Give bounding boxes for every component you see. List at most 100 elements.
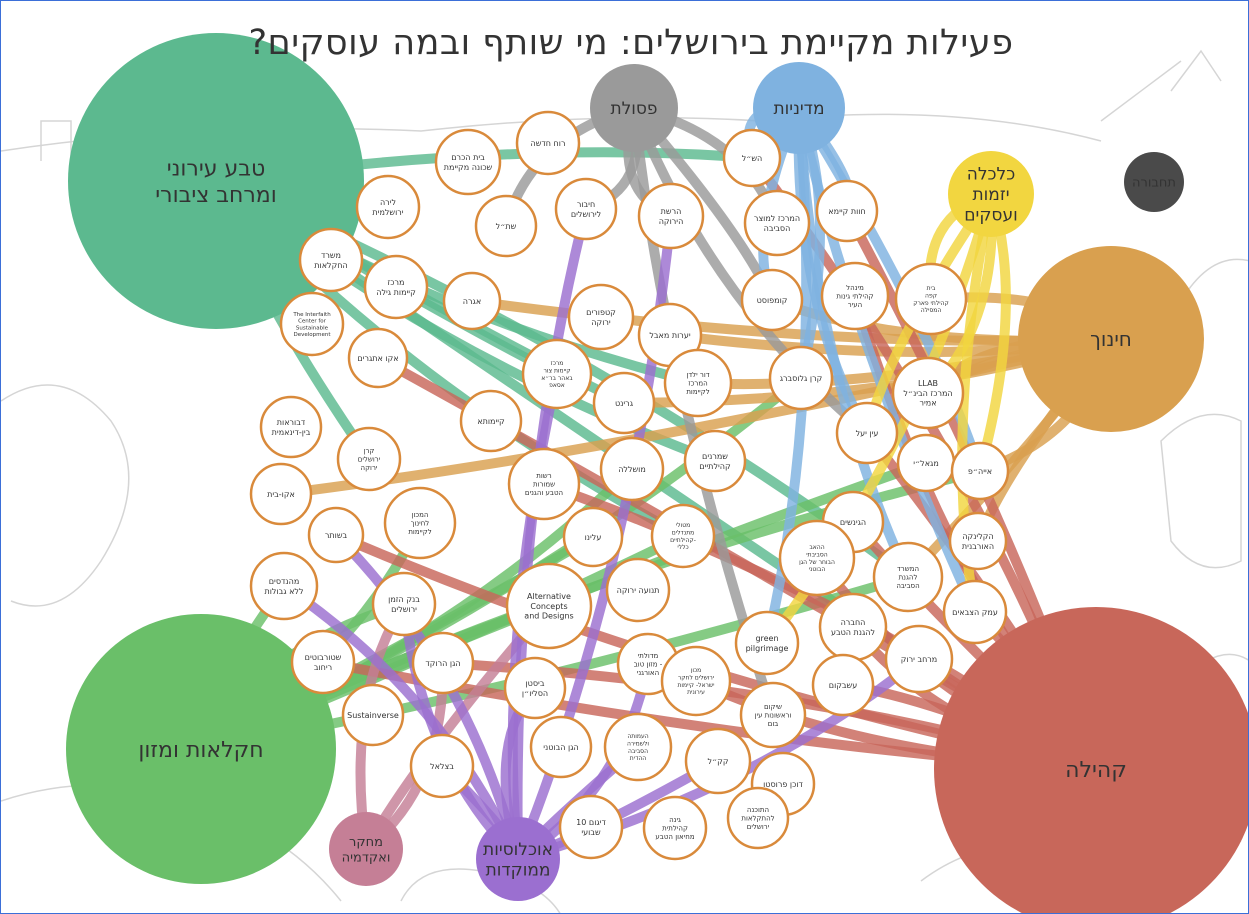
organization-circle — [529, 715, 593, 779]
organization-label-line: ולשמירה — [627, 741, 649, 748]
category-circle — [753, 62, 845, 154]
organization-label-line: שבועי — [581, 828, 601, 837]
organization-node[interactable]: קיימותא — [459, 389, 523, 453]
organization-circle — [722, 128, 782, 188]
category-node-agriculture[interactable]: חקלאות ומזון — [66, 614, 336, 884]
category-node-policy[interactable]: מדיניות — [753, 62, 845, 154]
organization-circle — [442, 271, 502, 331]
organization-node[interactable]: תנועה ירוקה — [605, 557, 671, 623]
organization-circle — [637, 182, 705, 250]
organization-circle — [599, 436, 665, 502]
organization-label-line: החקלאות — [314, 261, 347, 270]
category-label-line: יזמות — [972, 185, 1009, 205]
category-node-community[interactable]: קהילה — [934, 607, 1249, 914]
organization-circle — [872, 541, 944, 613]
organization-node[interactable]: עמק הצבאים — [942, 579, 1008, 645]
category-circle — [66, 614, 336, 884]
organization-label-line: שכונה מקיימת — [444, 163, 493, 172]
organization-node[interactable]: קומפוסט — [740, 268, 804, 332]
organization-node[interactable]: קרן גלוסברג — [768, 345, 834, 411]
organization-node[interactable]: מושללה — [599, 436, 665, 502]
organization-label-line: שמורות — [533, 481, 555, 489]
organization-label-line: החברה — [841, 618, 866, 627]
organization-node[interactable]: בשותר — [307, 506, 365, 564]
organization-circle — [820, 261, 890, 331]
organization-label-line: מזון טוב - — [634, 661, 663, 669]
organization-node[interactable]: מרחב ירוק — [884, 624, 954, 694]
organization-label-line: דור ילדן — [686, 371, 709, 379]
organization-node[interactable]: עין יעל — [835, 401, 899, 465]
organization-node[interactable]: עלינו — [562, 506, 624, 568]
organization-node[interactable]: גרינט — [592, 371, 656, 435]
organization-node[interactable]: שת״ל — [474, 194, 538, 258]
organization-label-line: להגנת הטבע — [831, 628, 875, 637]
organization-node[interactable]: מגאל״י — [896, 433, 956, 493]
category-node-waste[interactable]: פסולת — [590, 64, 678, 152]
category-node-education[interactable]: חינוך — [1018, 246, 1204, 432]
organization-node[interactable]: רוח חדשה — [515, 110, 581, 176]
organization-circle — [663, 348, 733, 418]
organization-node[interactable]: הגן הבוטני — [529, 715, 593, 779]
organization-node[interactable]: הש״ל — [722, 128, 782, 188]
organization-node[interactable]: עשבקום — [811, 653, 875, 717]
organization-label-line: קיימות גילה — [376, 288, 416, 297]
organization-node[interactable]: בצלאל — [409, 733, 475, 799]
diagram-title: פעילות מקיימת בירושלים: מי שותף ובמה עוס… — [248, 23, 1014, 63]
organization-circle — [683, 429, 747, 493]
organization-node[interactable]: אקו אתגרים — [347, 327, 409, 389]
organization-node[interactable]: אגרה — [442, 271, 502, 331]
organization-circle — [474, 194, 538, 258]
organization-node[interactable]: הגן הרוקד — [411, 631, 475, 695]
organization-label-line: לקיימות — [686, 388, 709, 396]
organization-node[interactable]: קק״ל — [684, 727, 752, 795]
organization-node[interactable]: אייה״פ — [950, 441, 1010, 501]
organization-node[interactable]: אקו-בית — [249, 462, 313, 526]
organization-label-line: green — [755, 634, 778, 643]
organization-circle — [249, 462, 313, 526]
organization-circle — [336, 426, 402, 492]
organization-node[interactable]: חוות קיימא — [815, 179, 879, 243]
organization-node[interactable]: Sustainverse — [341, 683, 405, 747]
category-node-society[interactable]: תחבורה — [1124, 152, 1184, 212]
